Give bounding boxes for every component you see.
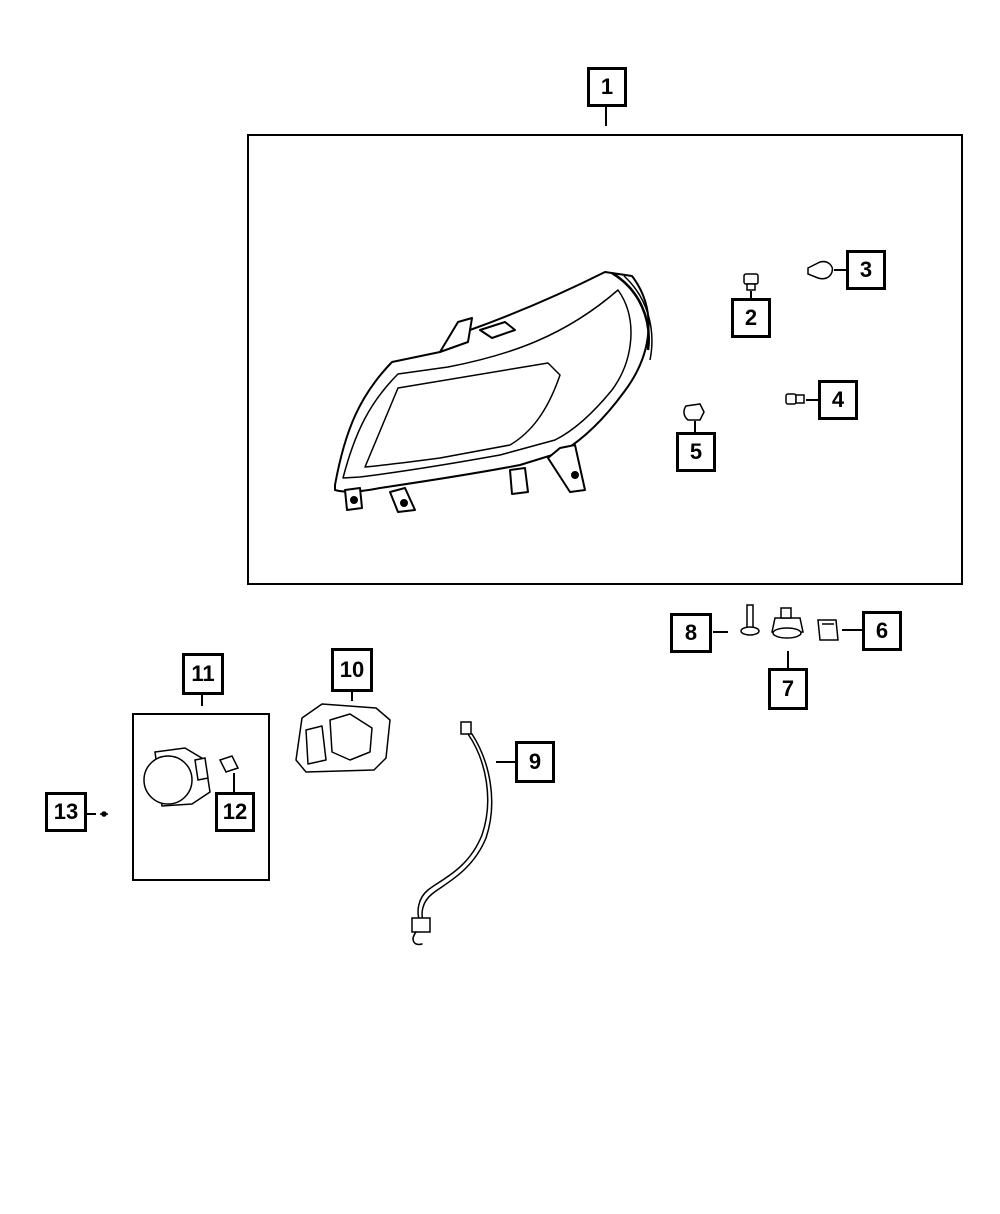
bulb-wedge-2-icon — [743, 273, 759, 291]
bolt-8-icon — [740, 604, 760, 636]
bulb-5-icon — [683, 403, 705, 421]
clip-6-icon — [817, 619, 839, 641]
callout-13-label: 13 — [53, 799, 79, 824]
bulb-12-icon — [218, 755, 240, 773]
callout-12-label: 12 — [222, 799, 248, 824]
callout-5-label: 5 — [689, 439, 703, 464]
callout-4-label: 4 — [831, 387, 845, 412]
bulb-3-icon — [807, 260, 834, 280]
callout-13: 13 — [45, 792, 87, 832]
fog-lamp-group-frame — [132, 713, 270, 881]
wiring-harness-icon — [411, 721, 493, 946]
callout-6-label: 6 — [875, 618, 889, 643]
callout-8-label: 8 — [684, 620, 698, 645]
headlamp-group-frame — [247, 134, 963, 585]
fog-lamp-icon — [143, 747, 211, 807]
callout-3: 3 — [846, 250, 886, 290]
callout-10: 10 — [331, 648, 373, 692]
callout-2: 2 — [731, 298, 771, 338]
callout-1-label: 1 — [600, 74, 614, 99]
callout-12: 12 — [215, 792, 255, 832]
callout-11: 11 — [182, 653, 224, 695]
screw-13-icon — [100, 811, 108, 817]
callout-2-label: 2 — [744, 305, 758, 330]
bulb-wedge-4-icon — [785, 393, 805, 405]
bulb-socket-7-icon — [771, 607, 804, 639]
headlamp-assembly-icon — [334, 271, 653, 513]
callout-7-label: 7 — [781, 676, 795, 701]
callout-9-label: 9 — [528, 749, 542, 774]
callout-7: 7 — [768, 668, 808, 710]
callout-1: 1 — [587, 67, 627, 107]
callout-4: 4 — [818, 380, 858, 420]
callout-3-label: 3 — [859, 257, 873, 282]
callout-8: 8 — [670, 613, 712, 653]
callout-5: 5 — [676, 432, 716, 472]
bracket-10-icon — [295, 703, 391, 773]
callout-10-label: 10 — [339, 657, 365, 682]
callout-9: 9 — [515, 741, 555, 783]
callout-6: 6 — [862, 611, 902, 651]
callout-11-label: 11 — [191, 661, 215, 686]
